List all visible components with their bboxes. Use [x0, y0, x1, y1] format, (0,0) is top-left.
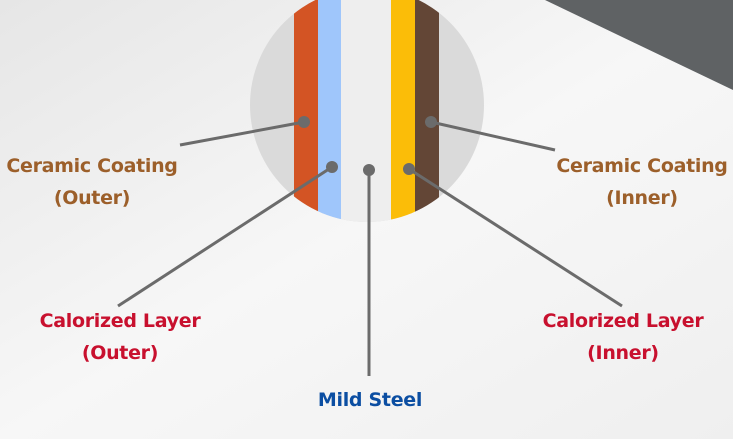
dot-mild-steel — [363, 164, 375, 176]
dot-calorized-outer — [326, 161, 338, 173]
label-ceramic-inner: Ceramic Coating (Inner) — [542, 150, 733, 214]
calorized-inner-stripe — [391, 0, 415, 222]
label-line: Ceramic Coating — [6, 155, 178, 177]
label-calorized-outer: Calorized Layer (Outer) — [20, 305, 220, 369]
label-line: (Outer) — [53, 187, 131, 209]
dot-calorized-inner — [403, 163, 415, 175]
dot-ceramic-outer — [298, 116, 310, 128]
label-mild-steel: Mild Steel — [290, 384, 450, 416]
calorized-outer-stripe — [318, 0, 341, 222]
leader-ceramic-inner — [430, 120, 556, 152]
mild-steel-stripe — [341, 0, 391, 222]
background-dark-corner — [545, 0, 733, 90]
label-line: (Inner) — [587, 342, 659, 364]
label-calorized-inner: Calorized Layer (Inner) — [523, 305, 723, 369]
label-line: Calorized Layer — [39, 310, 201, 332]
leader-ceramic-outer — [179, 120, 305, 147]
leader-calorized-outer — [117, 165, 333, 308]
leader-calorized-inner — [408, 167, 623, 308]
label-ceramic-outer: Ceramic Coating (Outer) — [0, 150, 190, 214]
dot-ceramic-inner — [425, 116, 437, 128]
label-line: Ceramic Coating — [556, 155, 728, 177]
label-line: (Outer) — [81, 342, 159, 364]
label-line: (Inner) — [606, 187, 678, 209]
label-line: Mild Steel — [317, 389, 423, 411]
label-line: Calorized Layer — [542, 310, 704, 332]
